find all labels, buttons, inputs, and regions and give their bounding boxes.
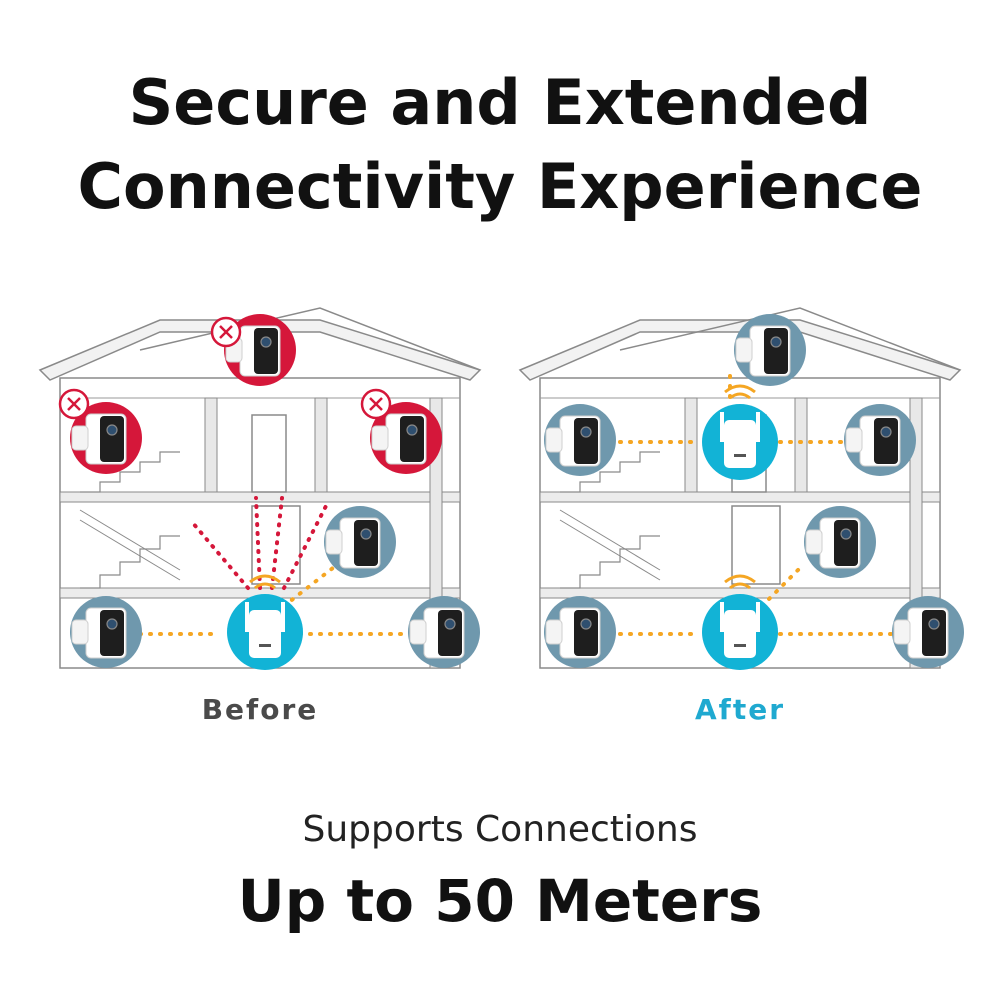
camera-connected-upper-left xyxy=(543,403,617,477)
after-house-svg xyxy=(519,307,965,670)
footer-line-2: Up to 50 Meters xyxy=(237,867,763,935)
before-house-svg xyxy=(39,307,481,670)
wifi-extender-icon xyxy=(702,594,778,670)
error-x-icon xyxy=(210,316,242,348)
after-label: After xyxy=(694,693,786,726)
wifi-signal-icon xyxy=(724,384,756,590)
camera-connected-left xyxy=(69,595,143,669)
camera-connected-mid xyxy=(803,505,877,579)
camera-connected-upper-right xyxy=(843,403,917,477)
signal-links xyxy=(138,562,412,636)
camera-connected-left xyxy=(543,595,617,669)
camera-connected-attic xyxy=(733,313,807,387)
before-house-illustration xyxy=(20,270,500,690)
camera-connected-mid xyxy=(323,505,397,579)
after-house-illustration xyxy=(500,270,980,690)
camera-connected-right xyxy=(407,595,481,669)
wifi-extender-icon xyxy=(702,404,778,480)
headline-line-1: Secure and Extended xyxy=(128,66,872,139)
wifi-signal-icon xyxy=(249,574,281,590)
before-label: Before xyxy=(201,693,319,726)
error-x-icon xyxy=(360,388,392,420)
wifi-extender-icon xyxy=(227,594,303,670)
blocked-links xyxy=(190,496,328,590)
error-x-icon xyxy=(58,388,90,420)
headline-line-2: Connectivity Experience xyxy=(77,150,923,223)
camera-connected-right xyxy=(891,595,965,669)
footer-line-1: Supports Connections xyxy=(302,809,698,850)
